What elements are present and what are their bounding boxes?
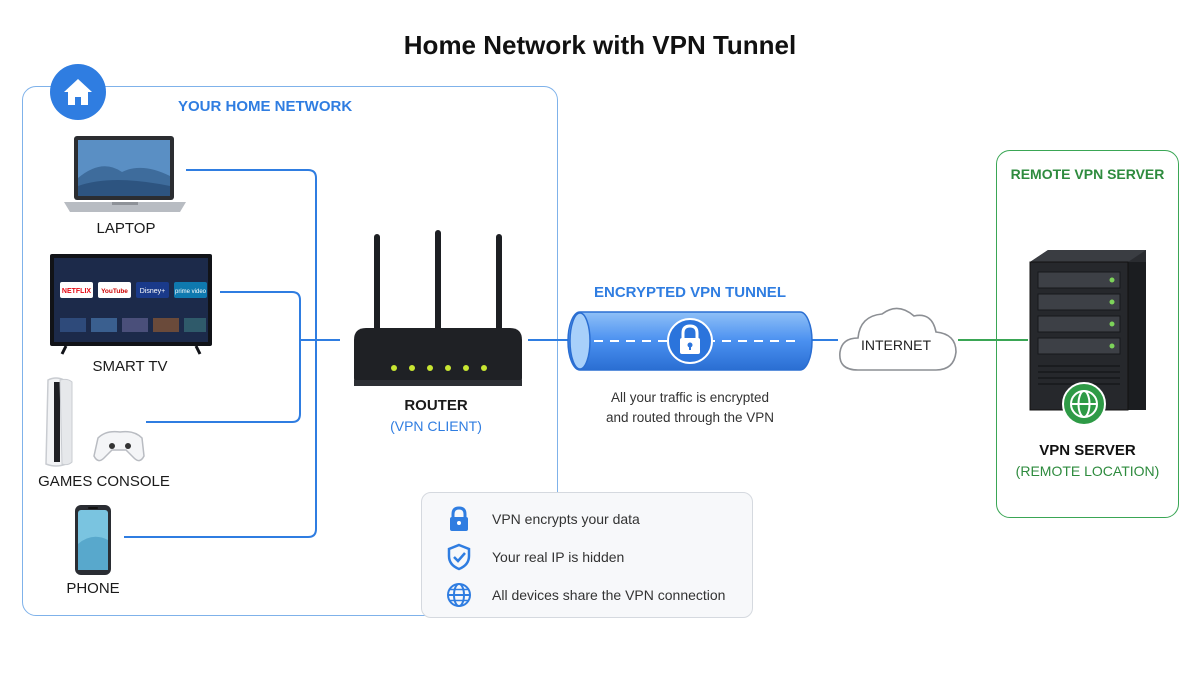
server-icon bbox=[1029, 250, 1146, 426]
tunnel-note-line1: All your traffic is encrypted bbox=[610, 390, 770, 405]
laptop-label: LAPTOP bbox=[96, 220, 156, 237]
cloud-icon bbox=[839, 307, 957, 371]
vpn-server-sublabel: (REMOTE LOCATION) bbox=[1015, 463, 1160, 479]
home-network-box bbox=[22, 86, 558, 616]
phone-connection-line bbox=[124, 340, 317, 538]
info-panel: VPN encrypts your data Your real IP is h… bbox=[421, 492, 753, 618]
info-item-text: All devices share the VPN connection bbox=[492, 587, 726, 603]
diagram-title: Home Network with VPN Tunnel bbox=[403, 30, 797, 60]
info-item-shared: All devices share the VPN connection bbox=[444, 581, 725, 609]
info-item-encrypts: VPN encrypts your data bbox=[444, 505, 640, 533]
info-item-text: Your real IP is hidden bbox=[492, 549, 625, 565]
router-label: ROUTER bbox=[404, 397, 468, 414]
prime-video-tile: prime video bbox=[175, 289, 207, 295]
laptop-icon bbox=[64, 136, 186, 212]
info-item-text: VPN encrypts your data bbox=[492, 511, 640, 527]
smart-tv-icon: NETFLIX YouTube Disney+ prime video bbox=[50, 254, 212, 355]
tv-connection-line bbox=[220, 291, 340, 341]
phone-label: PHONE bbox=[66, 580, 120, 597]
tunnel-note-line2: and routed through the VPN bbox=[605, 410, 775, 425]
home-network-label: YOUR HOME NETWORK bbox=[178, 98, 353, 115]
tunnel-label: ENCRYPTED VPN TUNNEL bbox=[594, 284, 786, 301]
netflix-tile: NETFLIX bbox=[62, 288, 91, 295]
router-sublabel: (VPN CLIENT) bbox=[390, 418, 482, 434]
console-connection-line bbox=[146, 340, 301, 423]
smart-tv-label: SMART TV bbox=[92, 358, 168, 375]
globe-icon bbox=[444, 581, 474, 609]
game-console-icon bbox=[45, 377, 145, 467]
shield-check-icon bbox=[444, 543, 474, 571]
tunnel-note: All your traffic is encrypted and routed… bbox=[560, 388, 820, 428]
laptop-connection-line bbox=[186, 169, 340, 341]
home-icon bbox=[50, 64, 106, 120]
vpn-tunnel bbox=[567, 311, 813, 371]
remote-server-box bbox=[996, 150, 1179, 518]
games-console-label: GAMES CONSOLE bbox=[38, 473, 170, 490]
vpn-server-label: VPN SERVER bbox=[1039, 442, 1136, 459]
lock-icon bbox=[444, 505, 474, 533]
remote-server-box-label: REMOTE VPN SERVER bbox=[1010, 166, 1165, 182]
disney-tile: Disney+ bbox=[140, 288, 165, 295]
lock-icon bbox=[667, 318, 713, 364]
router-icon bbox=[354, 230, 522, 386]
youtube-tile: YouTube bbox=[101, 288, 128, 295]
phone-icon bbox=[75, 505, 111, 575]
internet-label: INTERNET bbox=[861, 337, 931, 353]
info-item-ip-hidden: Your real IP is hidden bbox=[444, 543, 624, 571]
globe-icon bbox=[1062, 382, 1106, 426]
